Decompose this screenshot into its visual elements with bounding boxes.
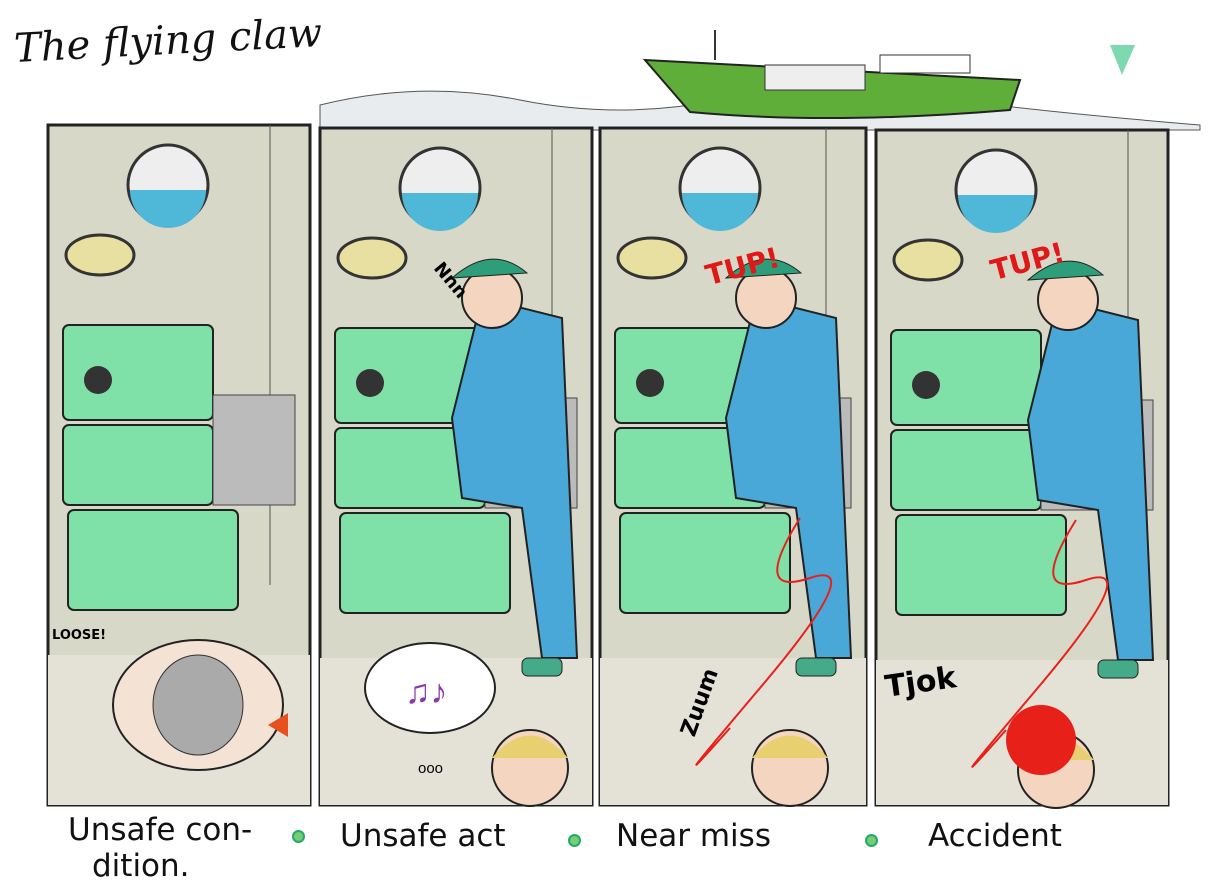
panel-3 xyxy=(598,126,868,807)
claw-trajectory xyxy=(971,519,1109,768)
caption-line: dition. xyxy=(92,848,190,884)
caption-near-miss: Near miss xyxy=(616,818,771,854)
lathe-machine xyxy=(890,329,1042,426)
lamp-icon xyxy=(64,233,136,277)
claw-trajectory xyxy=(695,517,833,766)
separator-dot xyxy=(865,834,878,847)
thought-bubble xyxy=(364,642,496,734)
panel-4 xyxy=(874,128,1170,809)
caption-accident: Accident xyxy=(928,818,1062,854)
music-note-icon: ♫♪ xyxy=(405,673,448,711)
caption-unsafe-condition: Unsafe con- dition. xyxy=(68,812,252,884)
panel-2: ♫♪ xyxy=(318,126,594,807)
separator-dot xyxy=(568,834,581,847)
lamp-icon xyxy=(336,236,408,280)
thought-bubble-dots: ooo xyxy=(418,760,444,777)
lathe-machine xyxy=(62,324,214,421)
lamp-icon xyxy=(616,236,688,280)
separator-dot xyxy=(292,830,305,843)
impact-splash xyxy=(1006,705,1076,775)
caption-line: Unsafe con- xyxy=(68,812,253,848)
ship-scene xyxy=(319,30,1201,131)
caption-unsafe-act: Unsafe act xyxy=(340,818,506,854)
lamp-icon xyxy=(892,238,964,282)
logo-icon xyxy=(1110,45,1135,75)
worker xyxy=(724,296,853,659)
sfx-loose: LOOSE! xyxy=(52,628,107,643)
panel-1 xyxy=(46,123,312,807)
worker xyxy=(450,296,579,659)
